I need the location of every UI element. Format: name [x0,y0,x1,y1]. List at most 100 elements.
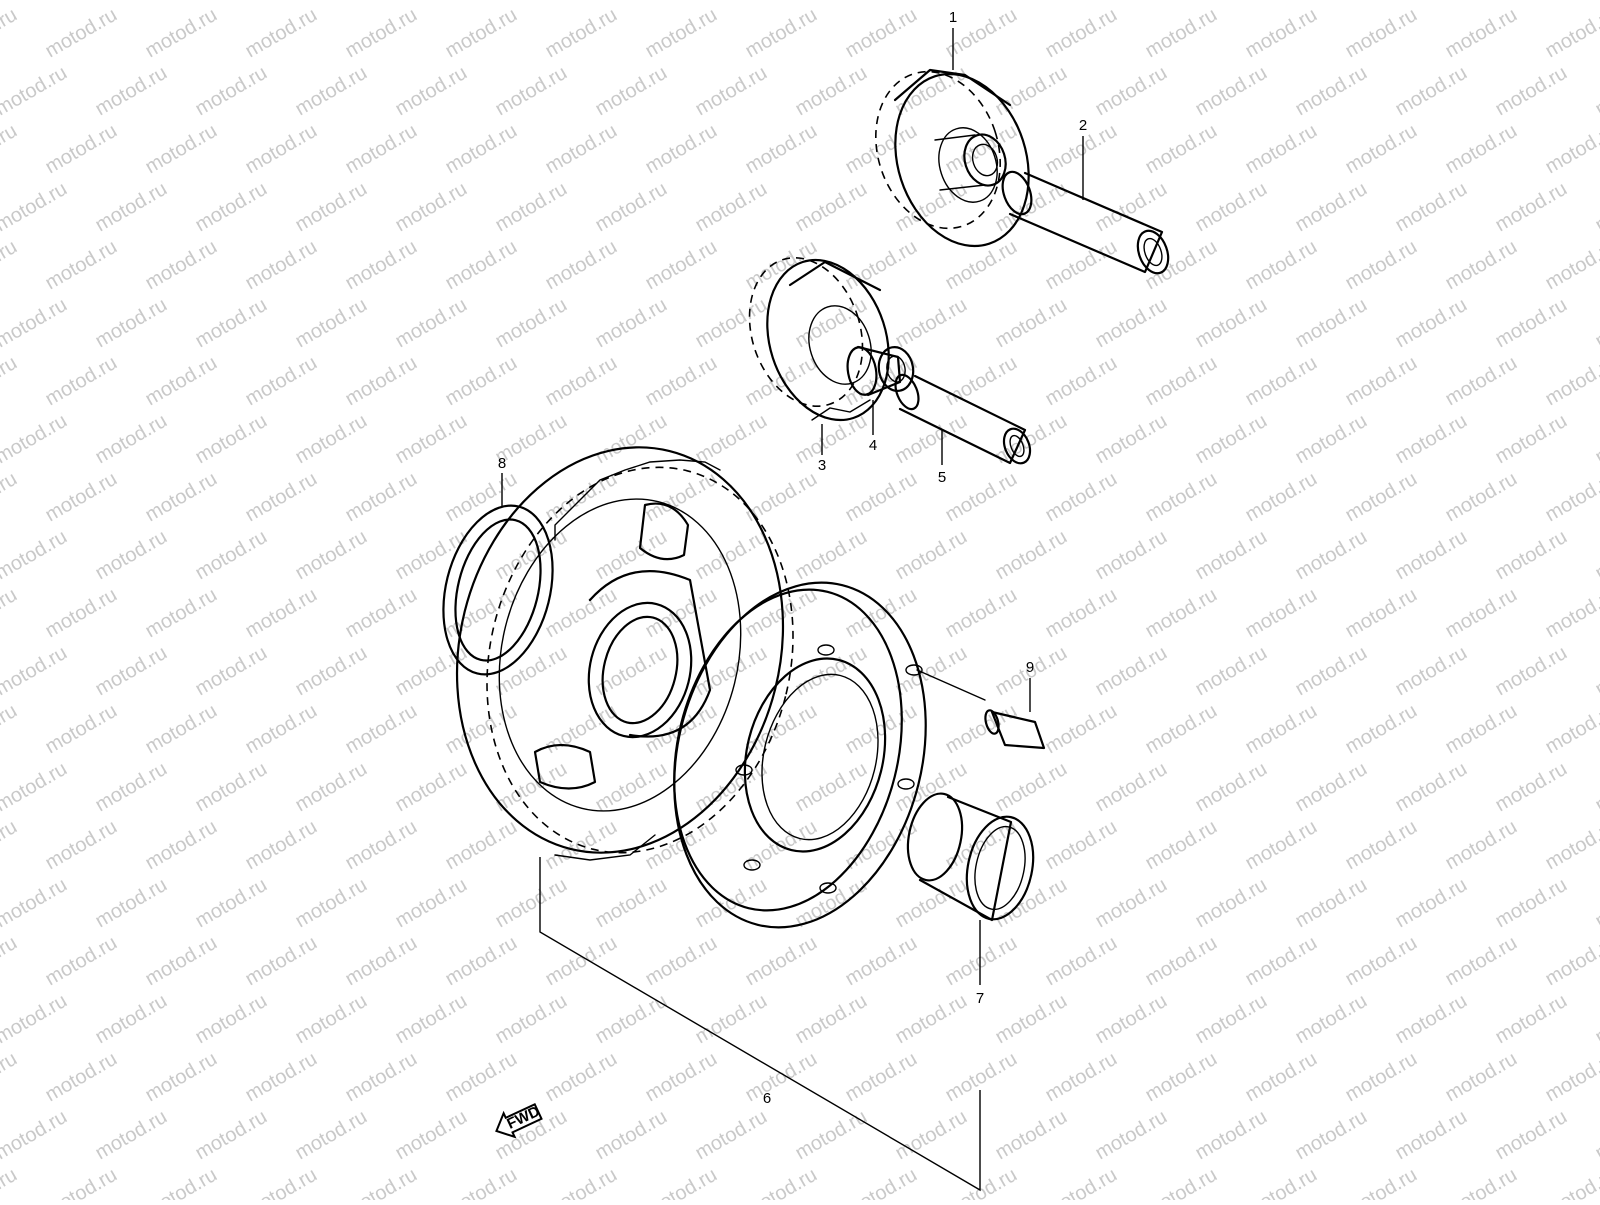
watermark-text: motod.ru [742,1164,821,1200]
watermark-text: motod.ru [742,236,821,295]
watermark-text: motod.ru [442,4,521,63]
watermark-text: motod.ru [1292,410,1371,469]
watermark-text: motod.ru [342,352,421,411]
watermark-text: motod.ru [1092,990,1171,1049]
watermark-text: motod.ru [0,468,21,527]
watermark-text: motod.ru [392,178,471,237]
watermark-text: motod.ru [1242,236,1321,295]
watermark-text: motod.ru [142,700,221,759]
watermark-text: motod.ru [1492,1106,1571,1165]
watermark-text: motod.ru [1392,758,1471,817]
watermark-text: motod.ru [442,700,521,759]
watermark-text: motod.ru [692,874,771,933]
watermark-text: motod.ru [692,62,771,121]
watermark-text: motod.ru [1042,816,1121,875]
watermark-text: motod.ru [1242,352,1321,411]
watermark-text: motod.ru [0,526,71,585]
watermark-text: motod.ru [1442,1164,1521,1200]
watermark-text: motod.ru [642,584,721,643]
watermark-text: motod.ru [942,700,1021,759]
watermark-text: motod.ru [1342,816,1421,875]
watermark-text: motod.ru [142,352,221,411]
watermark-text: motod.ru [392,874,471,933]
watermark-text: motod.ru [42,816,121,875]
watermark-text: motod.ru [442,1048,521,1107]
watermark-text: motod.ru [1292,990,1371,1049]
watermark-text: motod.ru [1292,526,1371,585]
watermark-text: motod.ru [242,700,321,759]
watermark-text: motod.ru [792,526,871,585]
watermark-text: motod.ru [842,236,921,295]
watermark-text: motod.ru [1442,120,1521,179]
watermark-text: motod.ru [492,178,571,237]
watermark-text: motod.ru [42,120,121,179]
watermark-text: motod.ru [742,932,821,991]
watermark-text: motod.ru [1442,468,1521,527]
watermark-text: motod.ru [1442,236,1521,295]
watermark-text: motod.ru [1142,4,1221,63]
watermark-text: motod.ru [692,990,771,1049]
watermark-text: motod.ru [792,990,871,1049]
watermark-text: motod.ru [1342,120,1421,179]
watermark-text: motod.ru [1142,816,1221,875]
watermark-text: motod.ru [1242,932,1321,991]
watermark-text: motod.ru [142,816,221,875]
watermark-text: motod.ru [192,62,271,121]
watermark-text: motod.ru [1142,700,1221,759]
watermark-text: motod.ru [1442,1048,1521,1107]
watermark-text: motod.ru [1092,874,1171,933]
watermark-text: motod.ru [592,62,671,121]
watermark-text: motod.ru [1342,352,1421,411]
watermark-text: motod.ru [742,468,821,527]
watermark-text: motod.ru [1192,758,1271,817]
callout-4: 4 [869,437,877,454]
watermark-text: motod.ru [642,236,721,295]
watermark-text: motod.ru [1042,352,1121,411]
watermark-text: motod.ru [1442,816,1521,875]
watermark-text: motod.ru [142,584,221,643]
watermark-text: motod.ru [242,584,321,643]
watermark-text: motod.ru [542,584,621,643]
watermark-text: motod.ru [392,1106,471,1165]
watermark-text: motod.ru [842,1164,921,1200]
watermark-text: motod.ru [242,4,321,63]
watermark-text: motod.ru [192,874,271,933]
watermark-text: motod.ru [692,410,771,469]
watermark-text: motod.ru [1092,1106,1171,1165]
watermark-text: motod.ru [1592,526,1600,585]
watermark-text: motod.ru [1292,874,1371,933]
watermark-text: motod.ru [1592,410,1600,469]
watermark-text: motod.ru [342,1164,421,1200]
watermark-text: motod.ru [0,4,21,63]
watermark-text: motod.ru [1492,410,1571,469]
watermark-text: motod.ru [242,468,321,527]
watermark-text: motod.ru [1592,758,1600,817]
watermark-text: motod.ru [1292,1106,1371,1165]
watermark-text: motod.ru [1142,932,1221,991]
watermark-text: motod.ru [1292,758,1371,817]
watermark-text: motod.ru [1392,642,1471,701]
watermark-text: motod.ru [292,1106,371,1165]
watermark-text: motod.ru [42,700,121,759]
watermark-text: motod.ru [492,294,571,353]
watermark-text: motod.ru [792,0,871,4]
watermark-text: motod.ru [1542,4,1600,63]
watermark-text: motod.ru [892,0,971,4]
watermark-text: motod.ru [1592,62,1600,121]
watermark-text: motod.ru [242,1164,321,1200]
watermark-text: motod.ru [542,236,621,295]
watermark-text: motod.ru [1342,700,1421,759]
watermark-text: motod.ru [692,178,771,237]
watermark-text: motod.ru [1542,816,1600,875]
watermark-text: motod.ru [392,758,471,817]
watermark-text: motod.ru [342,584,421,643]
watermark-text: motod.ru [0,816,21,875]
watermark-text: motod.ru [392,990,471,1049]
watermark-text: motod.ru [592,990,671,1049]
part-6-driven-gear[interactable] [415,412,833,887]
watermark-text: motod.ru [1342,584,1421,643]
watermark-text: motod.ru [892,990,971,1049]
watermark-text: motod.ru [1292,642,1371,701]
watermark-text: motod.ru [142,1048,221,1107]
watermark-text: motod.ru [292,294,371,353]
